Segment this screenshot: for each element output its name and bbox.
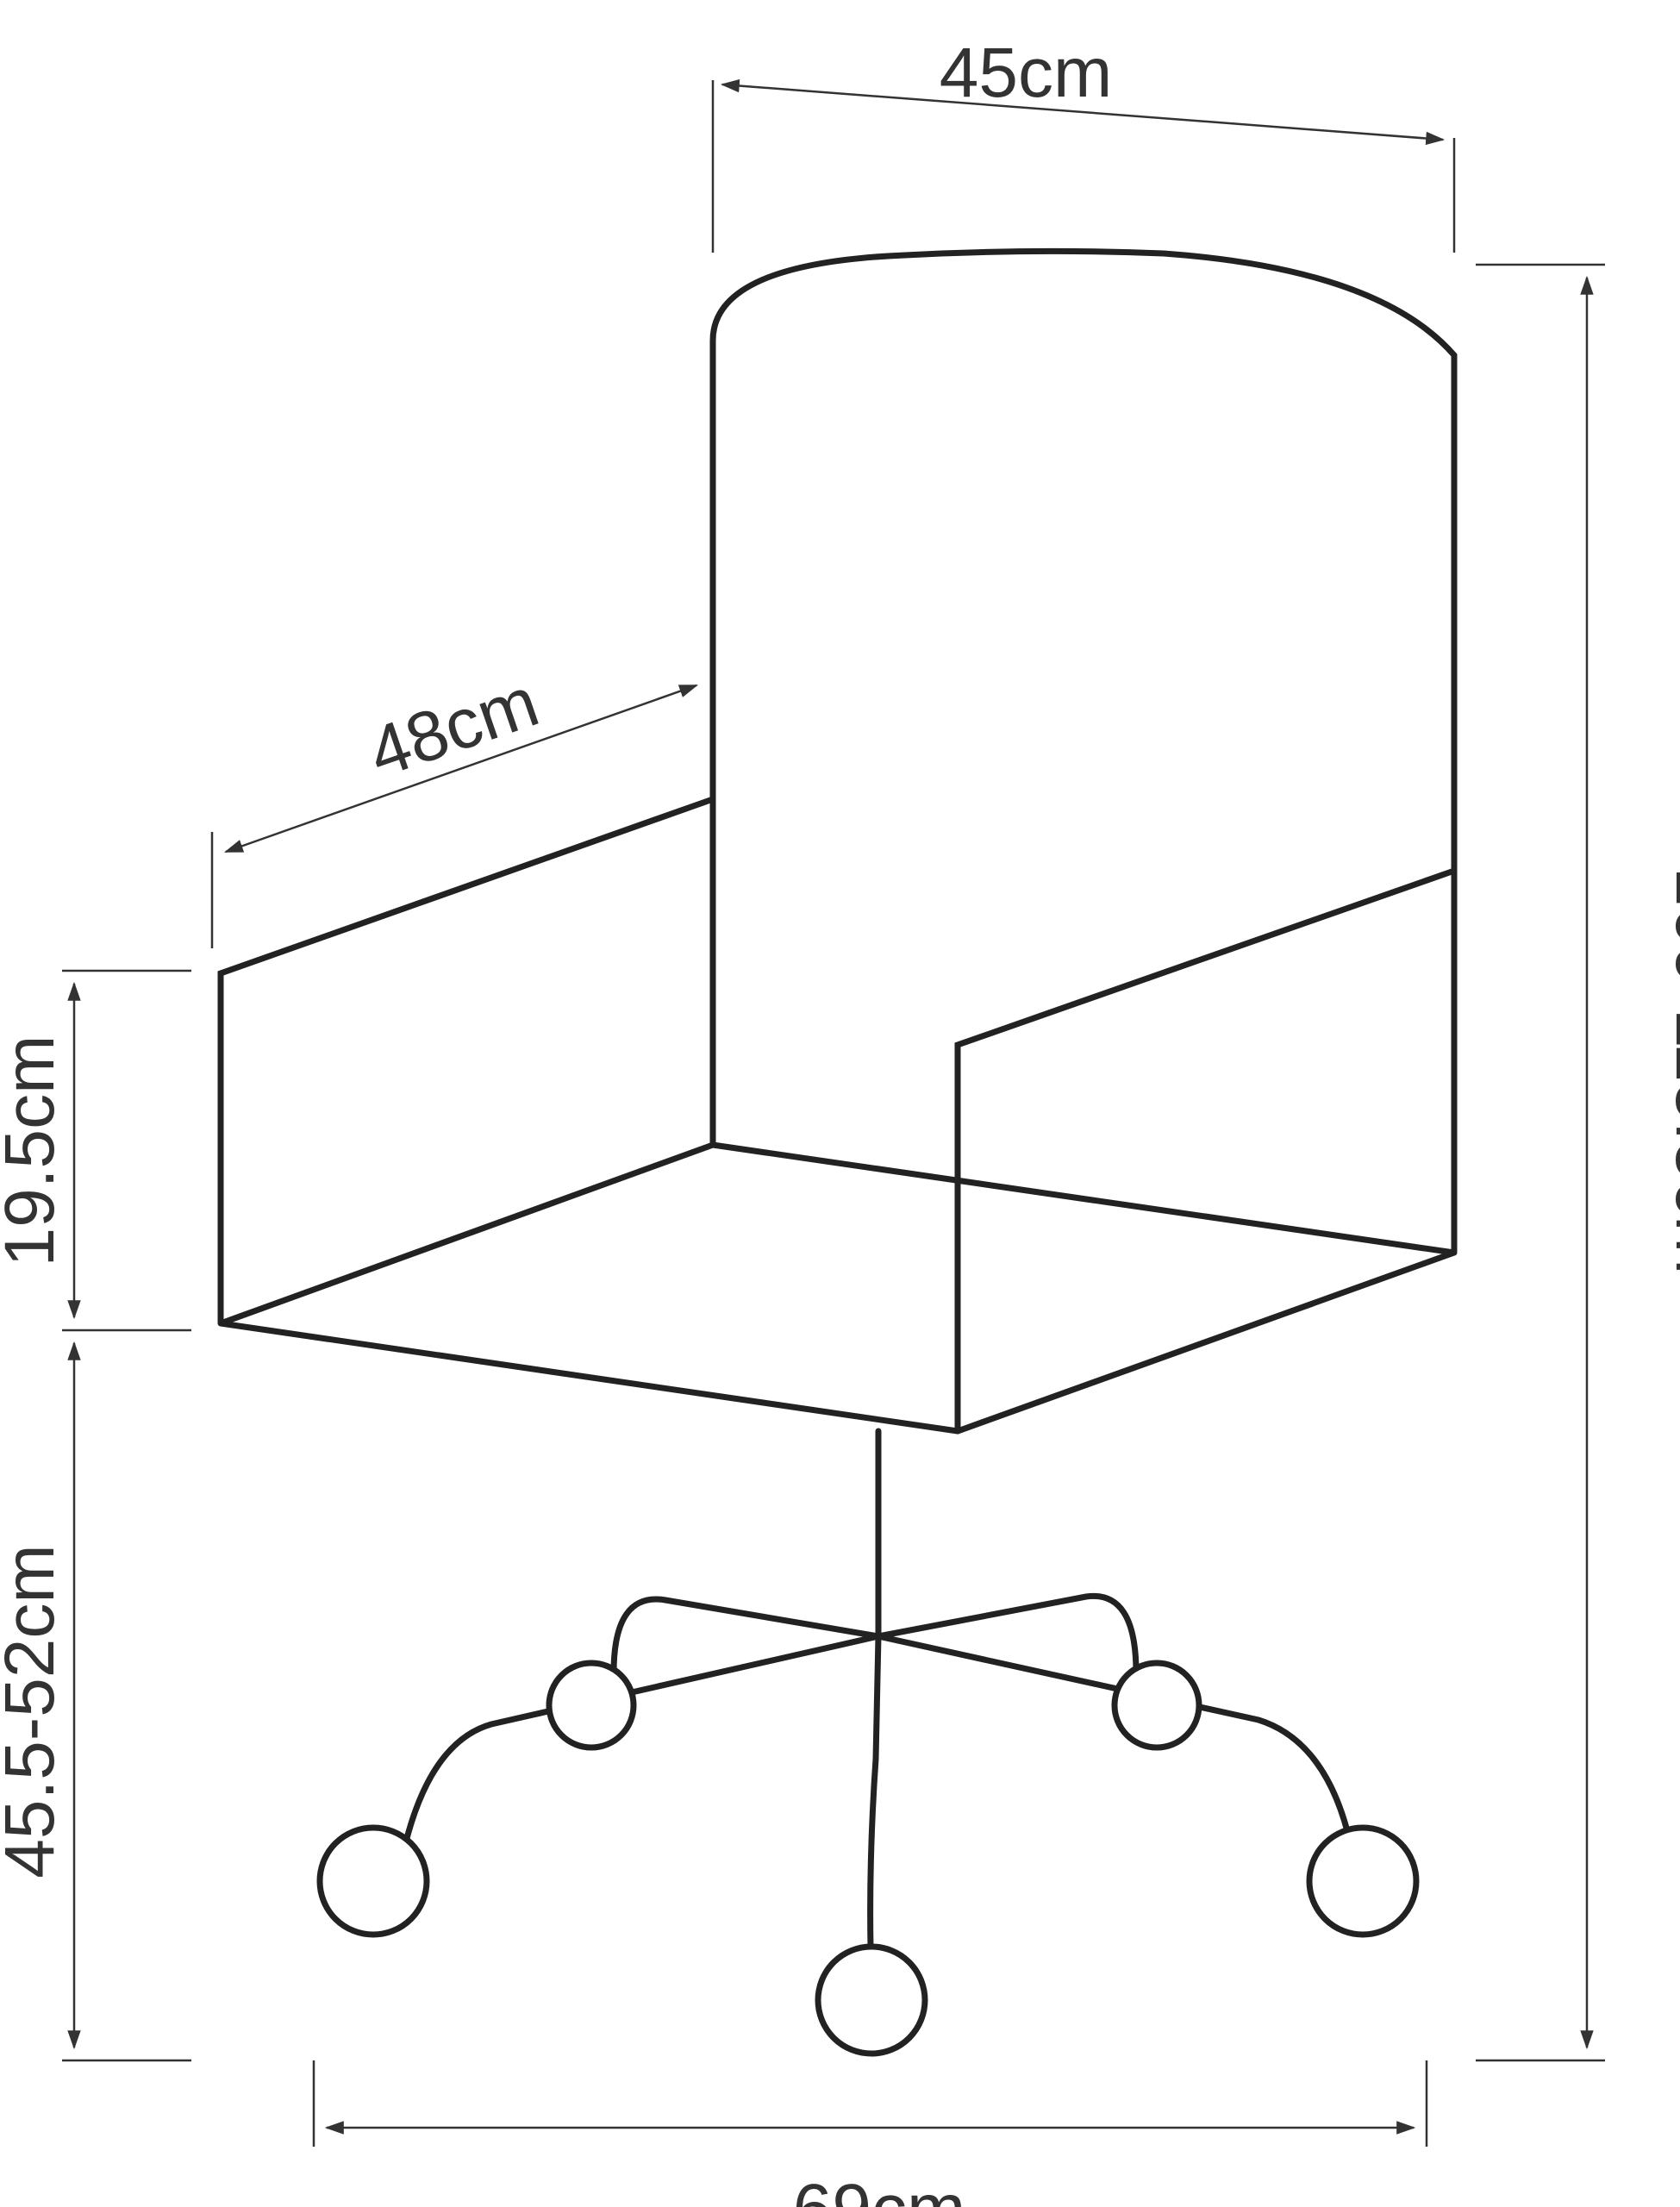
caster-front xyxy=(815,1943,928,2057)
dimension-seat-depth-label: 48cm xyxy=(359,662,547,792)
dimension-base-width-label: 69cm xyxy=(793,2170,966,2207)
caster-back-right xyxy=(1111,1660,1202,1751)
dimension-armrest-height: 19.5cm xyxy=(0,969,191,1332)
chair-backrest xyxy=(709,247,1458,1256)
dimension-total-height-label: 109-115.5cm xyxy=(1661,867,1680,1275)
caster-front-right xyxy=(1306,1824,1420,1938)
dimension-seat-depth: 48cm xyxy=(210,662,699,948)
chair-base-legs xyxy=(402,1592,1354,1952)
dimension-width-top-label: 45cm xyxy=(940,34,1113,112)
dimension-total-height: 109-115.5cm xyxy=(1476,263,1680,2062)
caster-front-left xyxy=(316,1824,430,1938)
dimension-seat-height-label: 45.5-52cm xyxy=(0,1544,69,1878)
dimension-base-width: 69cm xyxy=(312,2060,1428,2207)
dimension-seat-height: 45.5-52cm xyxy=(0,1341,191,2062)
caster-back-left xyxy=(546,1660,637,1751)
chair-left-armrest xyxy=(217,796,716,1327)
chair-drawing xyxy=(217,247,1458,2057)
chair-seat xyxy=(219,1141,1456,1435)
dimension-width-top: 45cm xyxy=(711,34,1456,253)
chair-right-armrest xyxy=(954,867,1458,1435)
dimension-armrest-height-label: 19.5cm xyxy=(0,1035,69,1267)
